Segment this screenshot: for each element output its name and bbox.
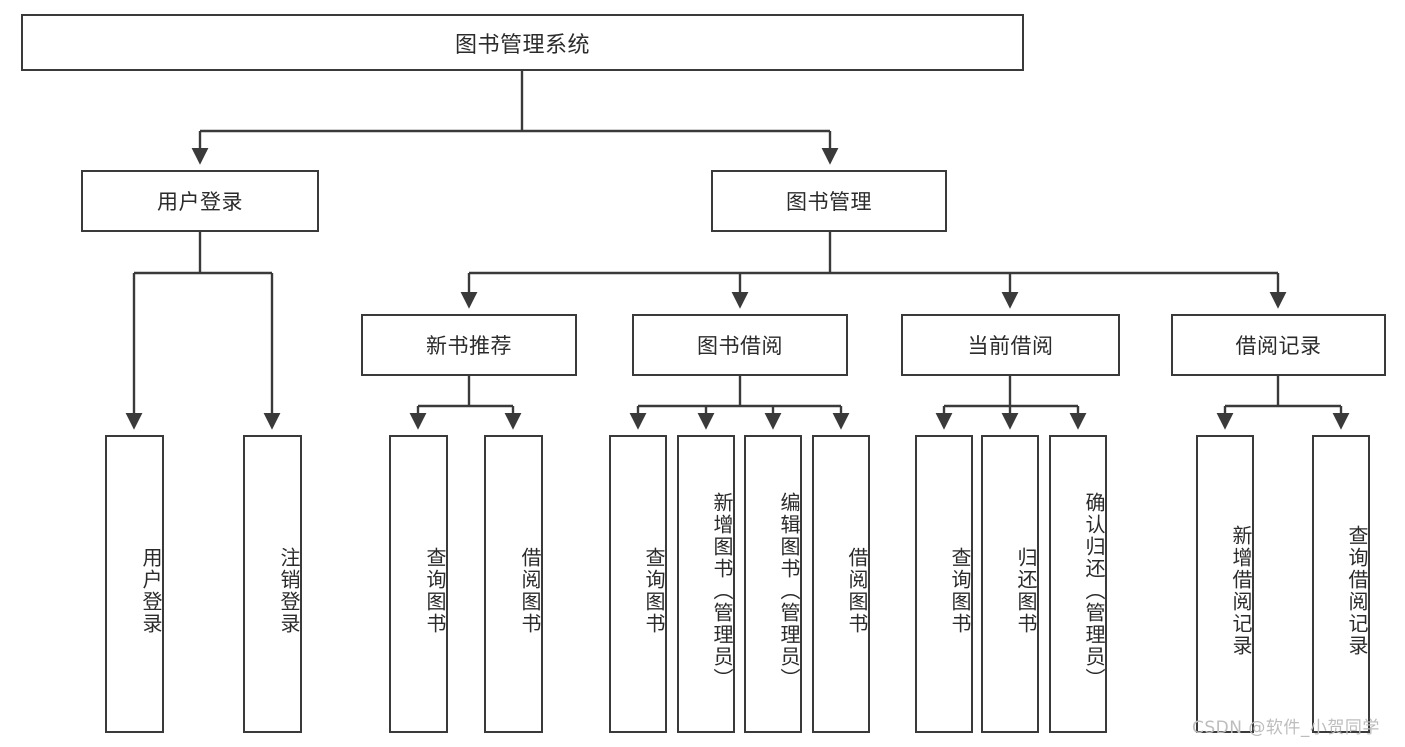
- node-root-system[interactable]: 图书管理系统: [21, 14, 1024, 71]
- node-leaf-query-book-3[interactable]: 查询图书: [915, 435, 973, 733]
- node-leaf-query-record[interactable]: 查询借阅记录: [1312, 435, 1370, 733]
- node-leaf-query-book-1[interactable]: 查询图书: [389, 435, 448, 733]
- node-leaf-borrow-book-1[interactable]: 借阅图书: [484, 435, 543, 733]
- node-label: 查询借阅记录: [1345, 525, 1369, 657]
- node-label: 图书管理系统: [454, 32, 590, 58]
- node-label: 用户登录: [157, 190, 243, 214]
- csdn-watermark: CSDN @软件_小贺同学: [1192, 718, 1380, 738]
- node-current-borrow[interactable]: 当前借阅: [901, 314, 1120, 376]
- node-label: 借阅记录: [1235, 334, 1322, 358]
- node-leaf-add-book[interactable]: 新增图书（管理员）: [677, 435, 735, 733]
- node-label: 新书推荐: [426, 334, 512, 358]
- node-leaf-edit-book[interactable]: 编辑图书（管理员）: [744, 435, 802, 733]
- node-label: 查询图书: [948, 547, 972, 635]
- node-label: 确认归还（管理员）: [1082, 492, 1106, 690]
- node-label: 归还图书: [1014, 547, 1038, 635]
- node-leaf-return-book[interactable]: 归还图书: [981, 435, 1039, 733]
- node-label: 新增借阅记录: [1229, 525, 1253, 657]
- node-user-login[interactable]: 用户登录: [81, 170, 319, 232]
- node-book-manage[interactable]: 图书管理: [711, 170, 947, 232]
- node-leaf-borrow-book-2[interactable]: 借阅图书: [812, 435, 870, 733]
- node-label: 当前借阅: [967, 334, 1054, 358]
- node-label: 注销登录: [277, 547, 301, 635]
- node-leaf-logout[interactable]: 注销登录: [243, 435, 302, 733]
- node-new-book-rec[interactable]: 新书推荐: [361, 314, 577, 376]
- node-label: 查询图书: [423, 547, 447, 635]
- node-label: 借阅图书: [845, 547, 869, 635]
- node-label: 借阅图书: [518, 547, 542, 635]
- node-label: 用户登录: [139, 547, 163, 635]
- node-book-borrow[interactable]: 图书借阅: [632, 314, 848, 376]
- node-leaf-query-book-2[interactable]: 查询图书: [609, 435, 667, 733]
- node-leaf-add-record[interactable]: 新增借阅记录: [1196, 435, 1254, 733]
- node-leaf-user-login[interactable]: 用户登录: [105, 435, 164, 733]
- node-leaf-confirm-return[interactable]: 确认归还（管理员）: [1049, 435, 1107, 733]
- node-label: 图书借阅: [697, 334, 783, 358]
- node-label: 图书管理: [786, 190, 872, 214]
- node-label: 查询图书: [642, 547, 666, 635]
- node-label: 新增图书（管理员）: [710, 492, 734, 690]
- node-label: 编辑图书（管理员）: [777, 492, 801, 690]
- node-borrow-record[interactable]: 借阅记录: [1171, 314, 1386, 376]
